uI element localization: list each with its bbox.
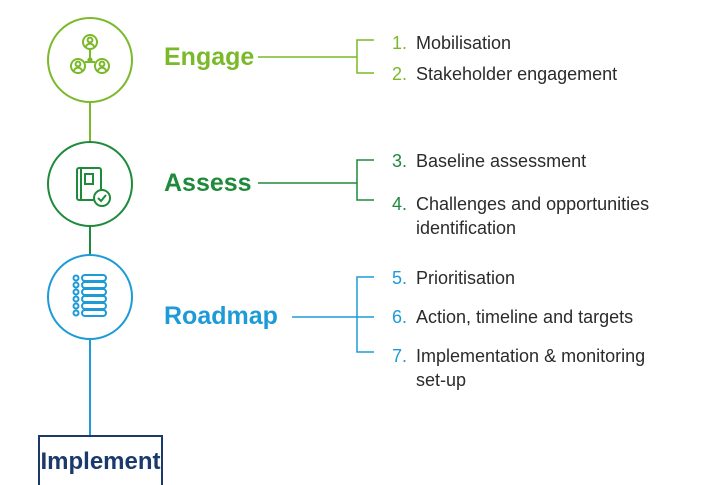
step-number: 5. — [392, 268, 408, 288]
step-text: Implementation & monitoring — [416, 346, 646, 366]
implement-label: Implement — [40, 448, 161, 475]
stage-label-roadmap: Roadmap — [164, 302, 278, 330]
step-text-line2: identification — [416, 218, 517, 238]
step-text: Mobilisation — [416, 33, 512, 53]
step-number: 1. — [392, 33, 408, 53]
document-check-icon — [76, 167, 111, 207]
step-number: 4. — [392, 194, 408, 214]
checklist-icon — [72, 274, 107, 317]
step-text-line2: set-up — [416, 370, 467, 390]
step-text: Prioritisation — [416, 268, 516, 288]
step-number: 3. — [392, 151, 408, 171]
step-number: 6. — [392, 307, 408, 327]
roadmap-connector — [292, 276, 374, 353]
stage-label-engage: Engage — [164, 43, 255, 71]
implement-box: Implement — [38, 435, 163, 485]
step-text: Challenges and opportunities — [416, 194, 650, 214]
step-text: Stakeholder engagement — [416, 64, 618, 84]
engage-connector — [258, 39, 374, 74]
stage-label-assess: Assess — [164, 169, 252, 197]
assess-connector — [258, 159, 374, 201]
step-number: 2. — [392, 64, 408, 84]
step-text: Baseline assessment — [416, 151, 587, 171]
people-network-icon — [70, 34, 110, 74]
step-text: Action, timeline and targets — [416, 307, 634, 327]
step-number: 7. — [392, 346, 408, 366]
